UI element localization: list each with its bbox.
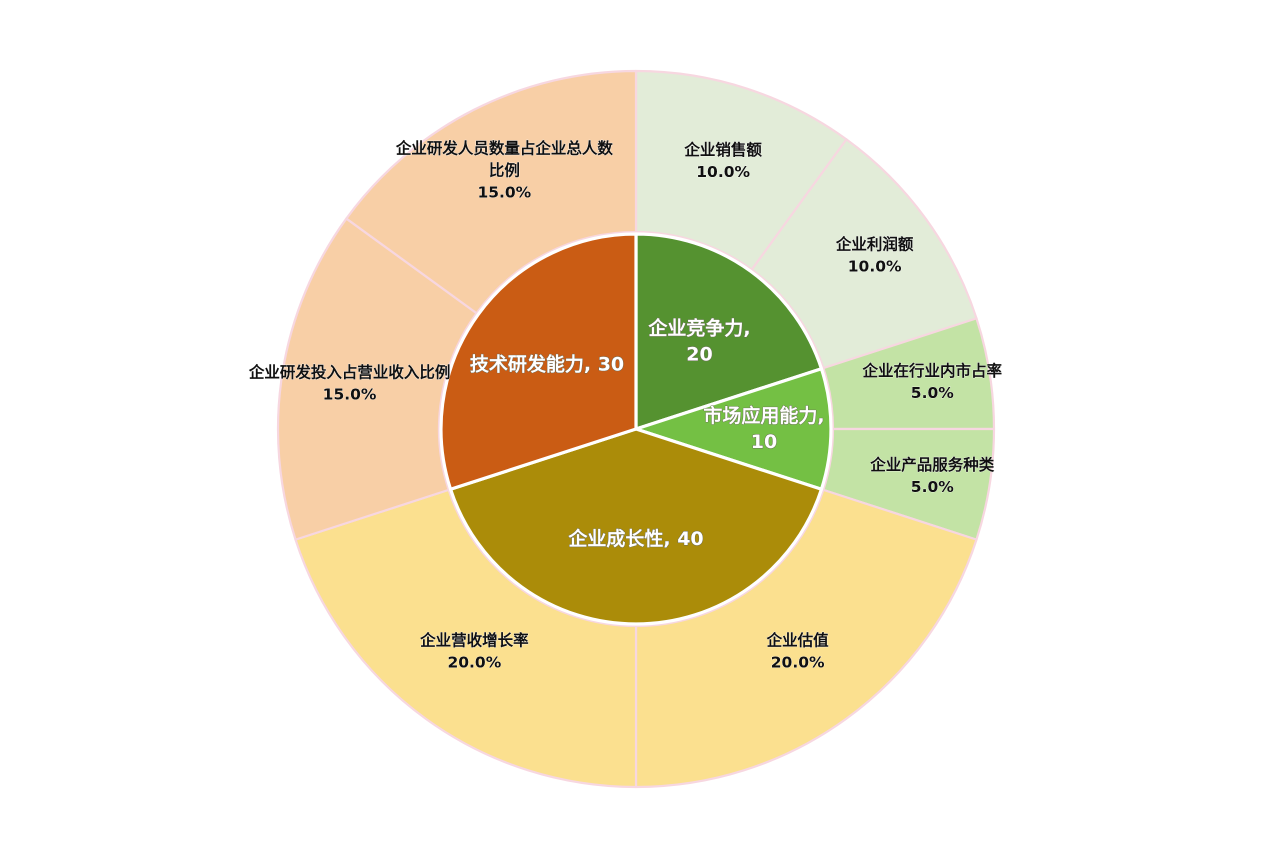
inner-ring-wedges: [439, 232, 833, 626]
outer-wedge-7[interactable]: [276, 217, 478, 541]
outer-wedge-6[interactable]: [294, 488, 638, 789]
outer-ring-wedges: [276, 69, 996, 789]
inner-wedge-2[interactable]: [634, 367, 833, 491]
inner-ring-labels: 企业竞争力,20 市场应用能力,10 企业成长性, 40 技术研发能力, 30: [469, 316, 825, 550]
inner-wedge-1[interactable]: [634, 232, 824, 431]
inner-wedge-label-4: 技术研发能力, 30: [470, 352, 624, 375]
inner-wedge-label-2: 市场应用能力,10: [703, 404, 824, 453]
inner-wedge-4[interactable]: [439, 232, 638, 491]
outer-wedge-5[interactable]: [634, 488, 978, 789]
outer-wedge-8[interactable]: [345, 69, 638, 315]
inner-wedge-label-1: 企业竞争力,20: [647, 317, 750, 366]
inner-wedge-label-3: 企业成长性, 40: [567, 527, 703, 550]
inner-wedge-3[interactable]: [448, 427, 824, 626]
